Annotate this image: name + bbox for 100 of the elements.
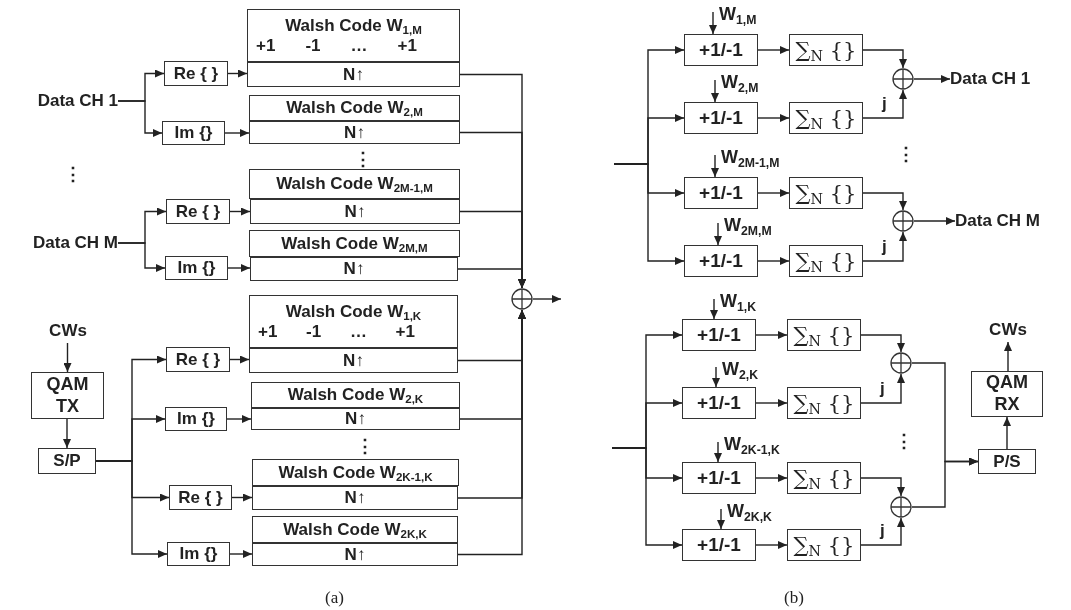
arrow bbox=[860, 373, 905, 404]
walsh-code-box: Walsh Code W$_{2M-1,M}$ bbox=[249, 169, 460, 199]
process-box: QAM RX bbox=[971, 371, 1043, 417]
process-box: P/S bbox=[978, 449, 1036, 474]
arrow bbox=[229, 355, 250, 364]
arrow bbox=[860, 517, 905, 546]
summation-box: ∑$_{N}$ {} bbox=[789, 177, 863, 209]
upsampler-box: N↑ bbox=[251, 408, 460, 430]
walsh-code-box bbox=[247, 9, 460, 62]
arrow bbox=[224, 129, 250, 137]
summation-box: ∑$_{N}$ {} bbox=[787, 319, 861, 351]
arrow bbox=[611, 447, 683, 549]
arrow bbox=[457, 309, 526, 556]
walsh-code-box: Walsh Code W$_{2,M}$ bbox=[249, 95, 460, 121]
arrow bbox=[862, 89, 907, 119]
sign-mapper-box: +1/-1 bbox=[684, 34, 758, 66]
sign-mapper-box: +1/-1 bbox=[684, 102, 758, 134]
panel-caption: (b) bbox=[784, 589, 804, 606]
sign-mapper-box: +1/-1 bbox=[682, 387, 756, 419]
arrow bbox=[231, 493, 253, 502]
ellipsis-mark: ⋮ bbox=[354, 150, 372, 168]
arrow bbox=[862, 231, 907, 262]
arrow bbox=[229, 550, 253, 558]
arrow bbox=[757, 46, 790, 54]
arrow bbox=[95, 460, 168, 558]
walsh-code-box: Walsh Code W$_{2K-1,K}$ bbox=[252, 459, 459, 486]
upsampler-box: N↑ bbox=[247, 62, 460, 87]
walsh-code-label: W$_{2M-1,M}$ bbox=[721, 147, 811, 173]
arrow bbox=[711, 79, 719, 103]
summing-junction bbox=[890, 352, 912, 374]
arrow bbox=[755, 331, 788, 339]
arrow bbox=[714, 441, 722, 463]
sign-mapper-box: +1/-1 bbox=[684, 177, 758, 209]
edge-label: j bbox=[879, 521, 886, 540]
arrow bbox=[709, 11, 717, 35]
arrow bbox=[714, 222, 722, 246]
arrow bbox=[860, 477, 905, 497]
arrow bbox=[457, 268, 526, 289]
arrow bbox=[229, 207, 251, 216]
summation-box: ∑$_{N}$ {} bbox=[787, 529, 861, 561]
arrow bbox=[862, 192, 907, 211]
arrow bbox=[1004, 341, 1012, 372]
summation-box: ∑$_{N}$ {} bbox=[789, 102, 863, 134]
chip-sequence: +1 -1 … +1 bbox=[255, 35, 417, 56]
upsampler-box: N↑ bbox=[252, 543, 458, 566]
arrow bbox=[226, 415, 252, 423]
arrow bbox=[227, 264, 251, 272]
walsh-code-box: Walsh Code W$_{2,K}$ bbox=[251, 382, 460, 408]
summing-junction bbox=[890, 496, 912, 518]
arrow bbox=[717, 508, 725, 530]
summing-junction bbox=[511, 288, 533, 310]
walsh-code-label: W$_{2K-1,K}$ bbox=[724, 434, 814, 460]
upsampler-box: N↑ bbox=[252, 486, 458, 510]
sign-mapper-box: +1/-1 bbox=[684, 245, 758, 277]
summation-box: ∑$_{N}$ {} bbox=[787, 462, 861, 494]
upsampler-box: N↑ bbox=[249, 121, 460, 144]
arrow bbox=[757, 257, 790, 265]
process-box: Im {} bbox=[165, 256, 228, 280]
walsh-code-label: W$_{1,M}$ bbox=[719, 4, 781, 30]
arrow bbox=[755, 474, 788, 482]
arrow bbox=[757, 189, 790, 197]
arrow bbox=[913, 217, 956, 225]
summation-box: ∑$_{N}$ {} bbox=[789, 245, 863, 277]
walsh-code-label: Walsh Code W$_{1,K}$ bbox=[284, 301, 423, 322]
process-box: Im {} bbox=[165, 407, 227, 431]
ellipsis-mark: ⋮ bbox=[356, 437, 374, 455]
walsh-code-box bbox=[249, 295, 458, 348]
signal-label: Data CH 1 bbox=[18, 88, 118, 114]
panel-caption: (a) bbox=[325, 589, 344, 606]
ellipsis-mark: ⋮ bbox=[897, 145, 915, 163]
process-box: Re { } bbox=[166, 347, 230, 372]
ellipsis-mark: ⋮ bbox=[895, 432, 913, 450]
walsh-code-label: Walsh Code W$_{1,M}$ bbox=[284, 15, 423, 36]
upsampler-box: N↑ bbox=[250, 257, 458, 281]
summing-junction bbox=[892, 210, 914, 232]
arrow bbox=[117, 242, 166, 272]
process-box: Re { } bbox=[164, 61, 228, 86]
arrow bbox=[227, 69, 248, 78]
edge-label: j bbox=[881, 94, 888, 113]
signal-label: Data CH M bbox=[8, 230, 118, 256]
chip-sequence: +1 -1 … +1 bbox=[257, 321, 415, 342]
sign-mapper-box: +1/-1 bbox=[682, 529, 756, 561]
process-box: Im {} bbox=[162, 121, 225, 145]
signal-label: CWs bbox=[980, 318, 1036, 342]
arrow bbox=[1003, 416, 1011, 450]
signal-label: CWs bbox=[40, 319, 96, 343]
signal-label: Data CH M bbox=[955, 208, 1067, 234]
arrow bbox=[911, 457, 979, 508]
walsh-code-label: W$_{1,K}$ bbox=[720, 291, 782, 317]
arrow bbox=[117, 100, 163, 137]
ellipsis-mark: ⋮ bbox=[64, 165, 82, 183]
arrow bbox=[860, 334, 905, 353]
arrow bbox=[712, 366, 720, 388]
walsh-code-label: W$_{2,K}$ bbox=[722, 359, 784, 385]
edge-label: j bbox=[881, 237, 888, 256]
process-box: Re { } bbox=[169, 485, 232, 510]
arrow bbox=[913, 75, 951, 83]
walsh-code-box: Walsh Code W$_{2K,K}$ bbox=[252, 516, 458, 543]
sign-mapper-box: +1/-1 bbox=[682, 462, 756, 494]
arrow bbox=[862, 49, 907, 69]
